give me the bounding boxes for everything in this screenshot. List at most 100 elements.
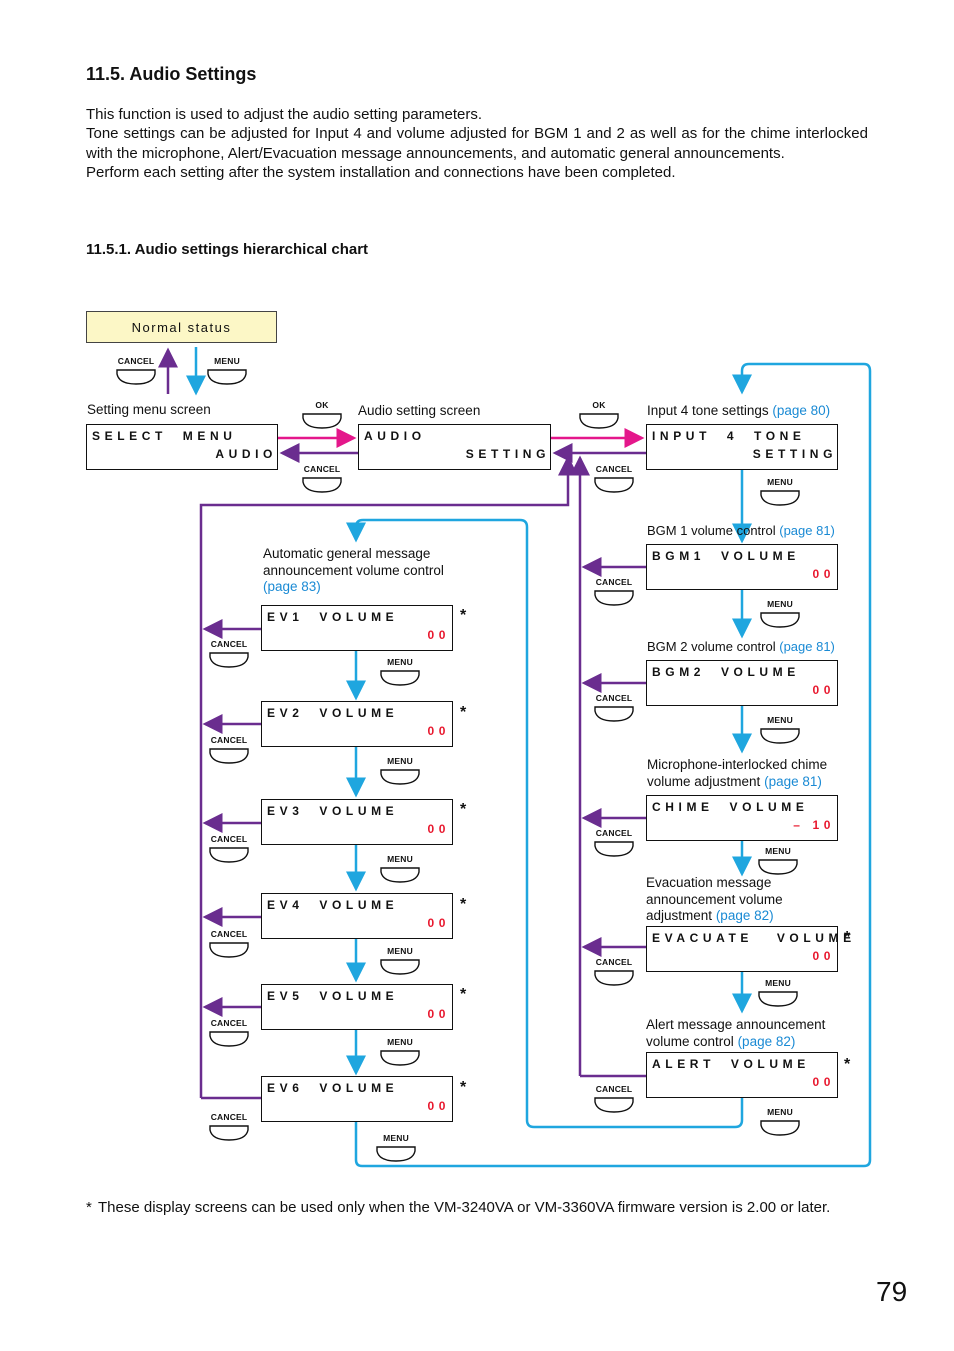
cancel-label: CANCEL [595, 577, 633, 587]
intro-text: This function is used to adjust the audi… [86, 105, 868, 182]
cancel-button[interactable]: CANCEL [207, 1018, 251, 1048]
page-link[interactable]: (page 83) [263, 579, 321, 594]
cancel-button[interactable]: CANCEL [592, 577, 636, 607]
key-icon [594, 970, 634, 986]
intro-line-3: Perform each setting after the system in… [86, 163, 676, 181]
cancel-label: CANCEL [210, 1018, 248, 1028]
cancel-button[interactable]: CANCEL [592, 1084, 636, 1114]
menu-button[interactable]: MENU [374, 1133, 418, 1163]
screen-value: 00 [427, 916, 450, 930]
menu-button[interactable]: MENU [378, 1037, 422, 1067]
page-link[interactable]: (page 81) [779, 639, 835, 654]
key-icon [380, 1050, 420, 1066]
cancel-button[interactable]: CANCEL [592, 957, 636, 987]
menu-label: MENU [767, 715, 793, 725]
intro-line-2: Tone settings can be adjusted for Input … [86, 125, 868, 162]
footnote-asterisk: * [86, 1199, 92, 1216]
page-link[interactable]: (page 82) [715, 908, 774, 923]
screen-value: – 10 [793, 818, 835, 832]
cancel-button[interactable]: CANCEL [207, 735, 251, 765]
menu-button[interactable]: MENU [756, 978, 800, 1008]
cancel-button[interactable]: CANCEL [207, 1112, 251, 1142]
label-auto-text: Automatic general message announcement v… [263, 546, 444, 578]
cancel-button[interactable]: CANCEL [592, 464, 636, 494]
cancel-button[interactable]: CANCEL [114, 356, 158, 386]
ok-button[interactable]: OK [577, 400, 621, 430]
key-icon [209, 942, 249, 958]
cancel-label: CANCEL [595, 957, 633, 967]
screen-line-1: EV2 VOLUME [267, 706, 399, 720]
key-icon [594, 590, 634, 606]
cancel-label: CANCEL [210, 834, 248, 844]
cancel-button[interactable]: CANCEL [592, 828, 636, 858]
key-icon [209, 1031, 249, 1047]
screen-value: 00 [427, 822, 450, 836]
key-icon [594, 841, 634, 857]
asterisk-mark: * [460, 607, 467, 624]
key-icon [209, 652, 249, 668]
screen-line-1: AUDIO [364, 429, 426, 443]
screen-line-1: ALERT VOLUME [652, 1057, 810, 1071]
screen-line-1: EVACUATE VOLUME [652, 931, 856, 945]
label-audio-setting: Audio setting screen [358, 403, 481, 418]
screen-value: 00 [427, 724, 450, 738]
menu-button[interactable]: MENU [378, 657, 422, 687]
intro-line-1: This function is used to adjust the audi… [86, 106, 483, 123]
key-icon [594, 477, 634, 493]
screen-line-1: SELECT MENU [92, 429, 237, 443]
key-icon [380, 867, 420, 883]
asterisk-mark: * [460, 986, 467, 1003]
menu-label: MENU [767, 599, 793, 609]
page-link[interactable]: (page 81) [779, 523, 835, 538]
page-link[interactable]: (page 81) [764, 773, 822, 789]
label-chime: Microphone-interlocked chime volume adju… [647, 757, 847, 790]
menu-button[interactable]: MENU [205, 356, 249, 386]
key-icon [209, 847, 249, 863]
screen-line-1: BGM2 VOLUME [652, 665, 800, 679]
cancel-label: CANCEL [210, 929, 248, 939]
cancel-button[interactable]: CANCEL [592, 693, 636, 723]
menu-button[interactable]: MENU [378, 756, 422, 786]
screen-value: 00 [812, 1075, 835, 1089]
cancel-button[interactable]: CANCEL [300, 464, 344, 494]
menu-label: MENU [387, 756, 413, 766]
menu-button[interactable]: MENU [758, 1107, 802, 1137]
asterisk-mark: * [460, 1079, 467, 1096]
key-icon [760, 1120, 800, 1136]
key-icon [380, 769, 420, 785]
cancel-label: CANCEL [210, 735, 248, 745]
menu-button[interactable]: MENU [378, 854, 422, 884]
cancel-button[interactable]: CANCEL [207, 929, 251, 959]
menu-button[interactable]: MENU [378, 946, 422, 976]
label-alert: Alert message announcement volume contro… [646, 1017, 851, 1050]
key-icon [302, 413, 342, 429]
ok-label: OK [315, 400, 329, 410]
menu-button[interactable]: MENU [756, 846, 800, 876]
cancel-button[interactable]: CANCEL [207, 834, 251, 864]
asterisk-mark: * [844, 1056, 851, 1073]
page-link[interactable]: (page 80) [772, 403, 831, 418]
menu-button[interactable]: MENU [758, 477, 802, 507]
key-icon [760, 490, 800, 506]
section-title: 11.5. Audio Settings [86, 64, 257, 84]
screen-line-2: AUDIO [215, 447, 277, 461]
footnote-text: These display screens can be used only w… [98, 1199, 831, 1216]
ok-button[interactable]: OK [300, 400, 344, 430]
menu-label: MENU [387, 657, 413, 667]
screen-line-1: EV6 VOLUME [267, 1081, 399, 1095]
asterisk-mark: * [460, 801, 467, 818]
label-chime-text: Microphone-interlocked chime volume adju… [647, 757, 828, 789]
page-link[interactable]: (page 82) [737, 1033, 796, 1049]
menu-button[interactable]: MENU [758, 715, 802, 745]
key-icon [758, 991, 798, 1007]
screen-value: 00 [427, 1007, 450, 1021]
cancel-button[interactable]: CANCEL [207, 639, 251, 669]
menu-button[interactable]: MENU [758, 599, 802, 629]
label-input4: Input 4 tone settings (page 80) [647, 403, 830, 420]
